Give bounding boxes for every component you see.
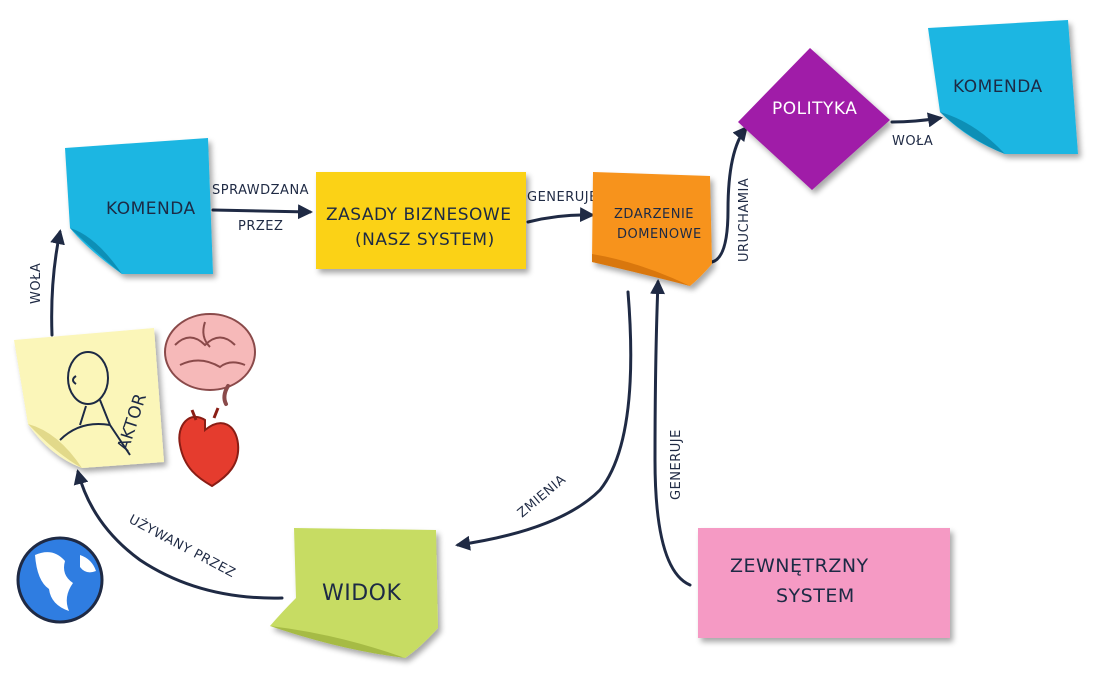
heart-icon xyxy=(178,407,240,488)
note-zasady-biznesowe: ZASADY BIZNESOWE (NASZ SYSTEM) xyxy=(316,172,526,269)
arrow-aktor-to-komenda xyxy=(50,229,65,337)
widok-text: WIDOK xyxy=(322,581,401,606)
arrow-zasady-to-zdarzenie xyxy=(526,207,595,224)
note-widok: WIDOK xyxy=(270,528,438,658)
globe-icon xyxy=(16,536,104,624)
note-polityka: POLITYKA xyxy=(738,48,890,190)
label-wola-right: WOŁA xyxy=(892,134,933,149)
arrow-komenda-to-zasady xyxy=(211,204,313,220)
arrow-zdarzenie-to-widok xyxy=(455,290,633,551)
person-icon xyxy=(59,351,131,456)
zdarzenie-text-line2: DOMENOWE xyxy=(617,227,702,242)
label-wola-left: WOŁA xyxy=(29,263,44,304)
polityka-text: POLITYKA xyxy=(772,99,857,119)
label-przez: PRZEZ xyxy=(238,219,283,234)
label-uzywany-przez: UŻYWANY PRZEZ xyxy=(126,511,238,581)
note-zewnetrzny-system: ZEWNĘTRZNY SYSTEM xyxy=(698,528,950,638)
zasady-text-line2: (NASZ SYSTEM) xyxy=(355,230,495,250)
arrow-zdarzenie-to-polityka xyxy=(710,125,748,264)
arrow-zewnetrzny-to-zdarzenie xyxy=(650,279,692,587)
zdarzenie-text-line1: ZDARZENIE xyxy=(614,207,694,222)
label-generuje-vertical: GENERUJE xyxy=(669,429,684,500)
note-komenda-left: KOMENDA xyxy=(65,138,213,274)
komenda-right-text: KOMENDA xyxy=(953,77,1043,97)
note-aktor: AKTOR xyxy=(14,328,164,468)
zewnetrzny-text-line2: SYSTEM xyxy=(776,585,855,607)
label-zmienia: ZMIENIA xyxy=(515,472,569,521)
brain-icon xyxy=(164,313,256,406)
note-komenda-right: KOMENDA xyxy=(928,20,1078,154)
zewnetrzny-text-line1: ZEWNĘTRZNY xyxy=(730,555,869,577)
label-generuje-top: GENERUJE xyxy=(527,190,598,205)
arrow-polityka-to-komenda xyxy=(890,112,943,128)
label-uruchamia: URUCHAMIA xyxy=(737,178,752,262)
komenda-left-text: KOMENDA xyxy=(106,199,196,219)
zasady-text-line1: ZASADY BIZNESOWE xyxy=(326,205,511,225)
label-sprawdzana: SPRAWDZANA xyxy=(212,183,309,198)
note-zdarzenie-domenowe: ZDARZENIE DOMENOWE xyxy=(592,172,712,286)
arrow-widok-to-aktor xyxy=(73,469,284,600)
